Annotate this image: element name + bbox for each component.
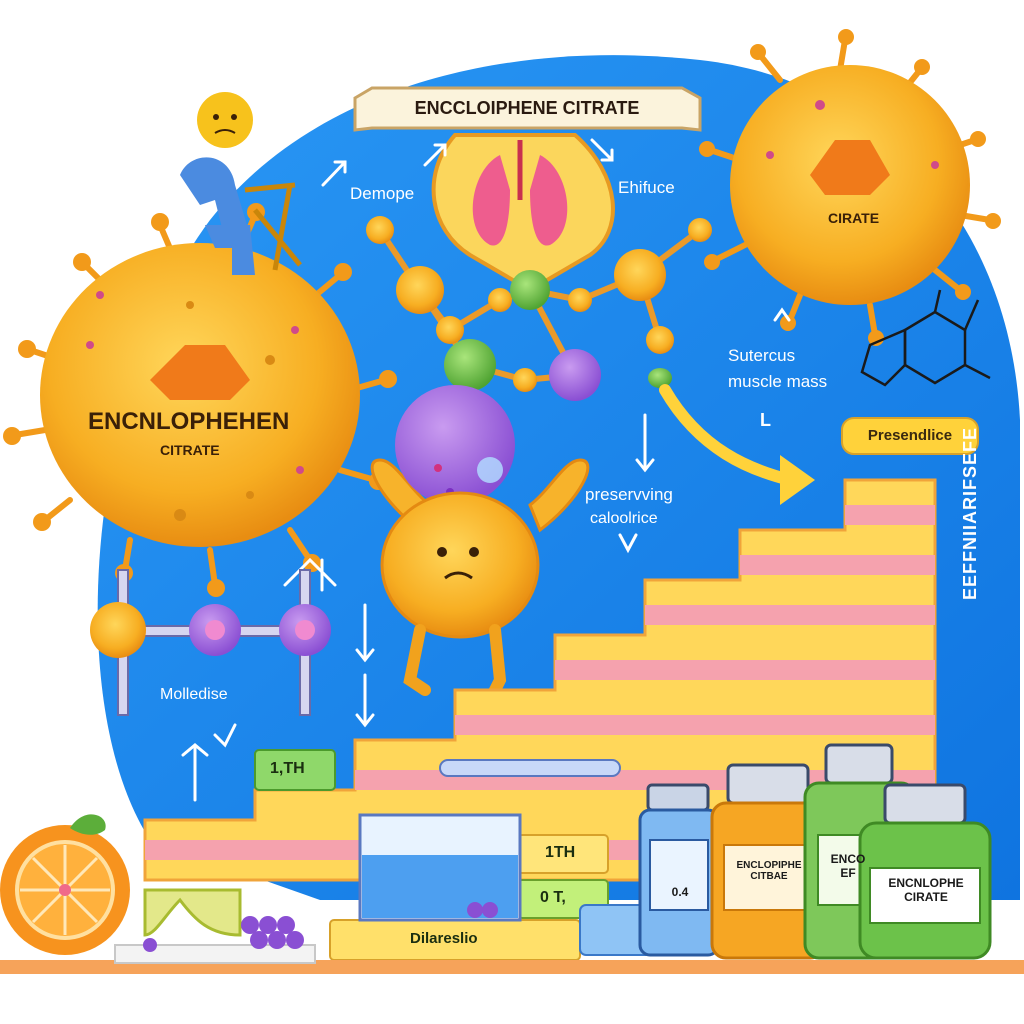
label-calorie: caloolrice [590,510,658,527]
melon-slice [143,888,242,937]
label-ehifuce: Ehifuce [618,178,675,197]
step-box-3: 0 T, [540,889,566,906]
label-preserving: preservving [585,485,673,504]
label-sutercus: Sutercus [728,346,796,365]
muscle-character [370,385,590,706]
label-demope: Demope [350,184,415,203]
label-muscle-mass: muscle mass [728,372,828,391]
shelf-lip [114,944,316,964]
bottle-orange-label: ENCLOPIPHE CITBAE [736,860,802,882]
curved-yellow-arrow [659,384,796,486]
small-cell-label: CIRATE [828,210,880,226]
bottle-small-blue-label: 0.4 [671,885,689,899]
chemical-structure [860,289,991,387]
label-molecule: Molledise [160,686,228,703]
step-box-1-bg [254,749,336,791]
banner-title: ENCCLOIPHENE CITRATE [414,98,640,118]
big-cell [3,203,397,597]
pill-label: Presendlice [867,427,953,444]
person-figure [180,92,302,275]
vertical-label: EEFFNIIARIFSEFE [960,426,980,600]
orange-fruit [0,814,130,955]
bottle-green-front [858,783,992,960]
pill-bg [841,417,979,455]
bottle-green-back-label: ENCO EF [830,852,866,880]
big-cell-title: ENCNLOPHEHEN [88,408,290,435]
grapes [143,916,304,952]
step-box-2: 1TH [545,844,576,861]
step-box-1: 1,TH [270,760,305,777]
bottle-green-front-label: ENCNLOPHE CIRATE [888,876,964,904]
left-molecule [90,569,331,716]
label-muscle-mark: L [760,410,771,430]
bottle-small-blue [638,783,720,957]
lungs-pedestal [431,133,615,293]
big-cell-subtitle: CITRATE [160,442,220,458]
beaker [358,813,522,922]
arrows [181,138,791,802]
step-box-4: Dilareslio [410,930,478,947]
title-banner [353,86,702,132]
small-cell [699,29,1001,346]
molecule-atoms [366,216,712,401]
